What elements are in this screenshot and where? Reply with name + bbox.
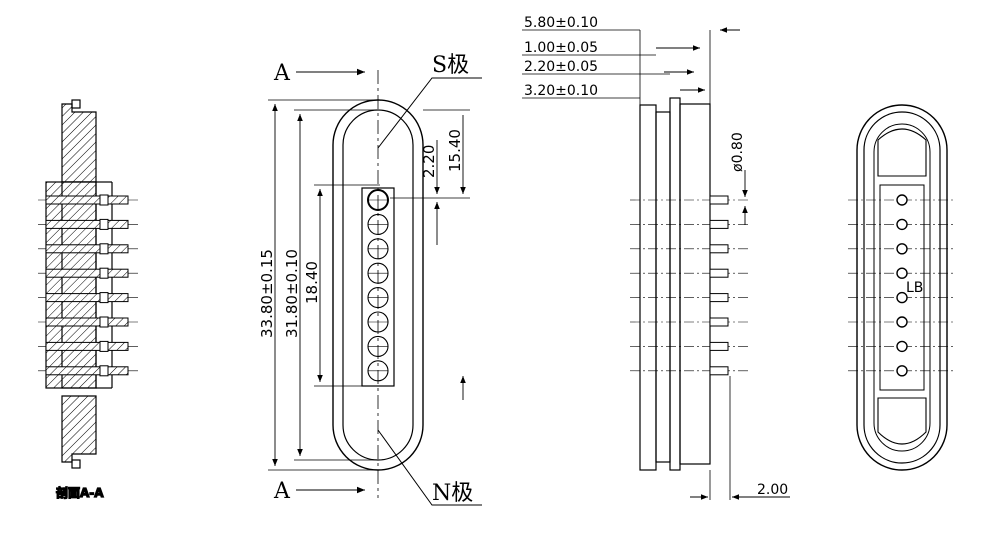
dim-overall-height: 33.80±0.15 (258, 249, 276, 338)
rear-pin (896, 267, 908, 279)
side-pin (709, 341, 729, 351)
side-view-text: 5.80±0.10 1.00±0.05 2.20±0.05 3.20±0.10 … (524, 15, 788, 498)
rear-pin (896, 340, 908, 353)
pole-s-label: S极 (432, 53, 469, 78)
side-pin (709, 244, 729, 254)
section-pin (45, 317, 129, 327)
dim-pin-diameter: ø0.80 (730, 132, 746, 172)
section-mark-top: A (273, 61, 291, 86)
dim-plate: 2.20±0.05 (524, 59, 598, 75)
rear-pin (896, 365, 908, 377)
section-pin-collar (99, 316, 109, 328)
side-pin (709, 293, 729, 303)
front-view-text: A A S极 N极 33.80±0.15 31.80±0.10 18.40 2.… (258, 53, 473, 506)
section-pin (45, 268, 129, 278)
front-view (268, 68, 482, 506)
side-pin (709, 268, 729, 278)
dim-pin-length: 2.00 (757, 482, 788, 498)
section-view-a-a: 剖面A-A (38, 99, 140, 501)
side-pin (709, 317, 729, 327)
section-pin (45, 366, 129, 376)
side-pin (709, 195, 729, 205)
rear-pin (896, 316, 908, 328)
section-pin-collar (99, 218, 109, 230)
section-pin-collar (99, 243, 109, 255)
side-pin (709, 366, 729, 376)
dim-offset-large: 15.40 (446, 129, 464, 172)
dim-body: 3.20±0.10 (524, 83, 598, 99)
section-pin-collar (99, 292, 109, 304)
rear-pin (896, 291, 908, 304)
dim-pin-span: 18.40 (303, 261, 321, 304)
side-pin (709, 219, 729, 229)
rear-pin (896, 243, 908, 255)
rear-pin (896, 218, 908, 231)
rear-mark-label: LB (906, 280, 923, 296)
rear-view (848, 104, 956, 471)
section-pin-collar (99, 194, 109, 206)
pole-n-label: N极 (432, 481, 473, 506)
section-pin (45, 293, 129, 303)
dim-total-thickness: 5.80±0.10 (524, 15, 598, 31)
section-pin-collar (99, 340, 109, 352)
section-pin (45, 341, 129, 351)
side-view (522, 27, 790, 500)
rear-pin (896, 194, 908, 206)
section-pin-collar (99, 267, 109, 279)
dim-flange: 1.00±0.05 (524, 40, 598, 56)
section-pin (45, 195, 129, 205)
section-pin-collar (99, 365, 109, 377)
section-pin (45, 219, 129, 229)
dim-offset-small: 2.20 (420, 145, 438, 178)
dim-inner-height: 31.80±0.10 (283, 249, 301, 338)
section-caption: 剖面A-A (56, 485, 104, 500)
section-mark-bottom: A (273, 479, 291, 504)
section-pin (45, 244, 129, 254)
